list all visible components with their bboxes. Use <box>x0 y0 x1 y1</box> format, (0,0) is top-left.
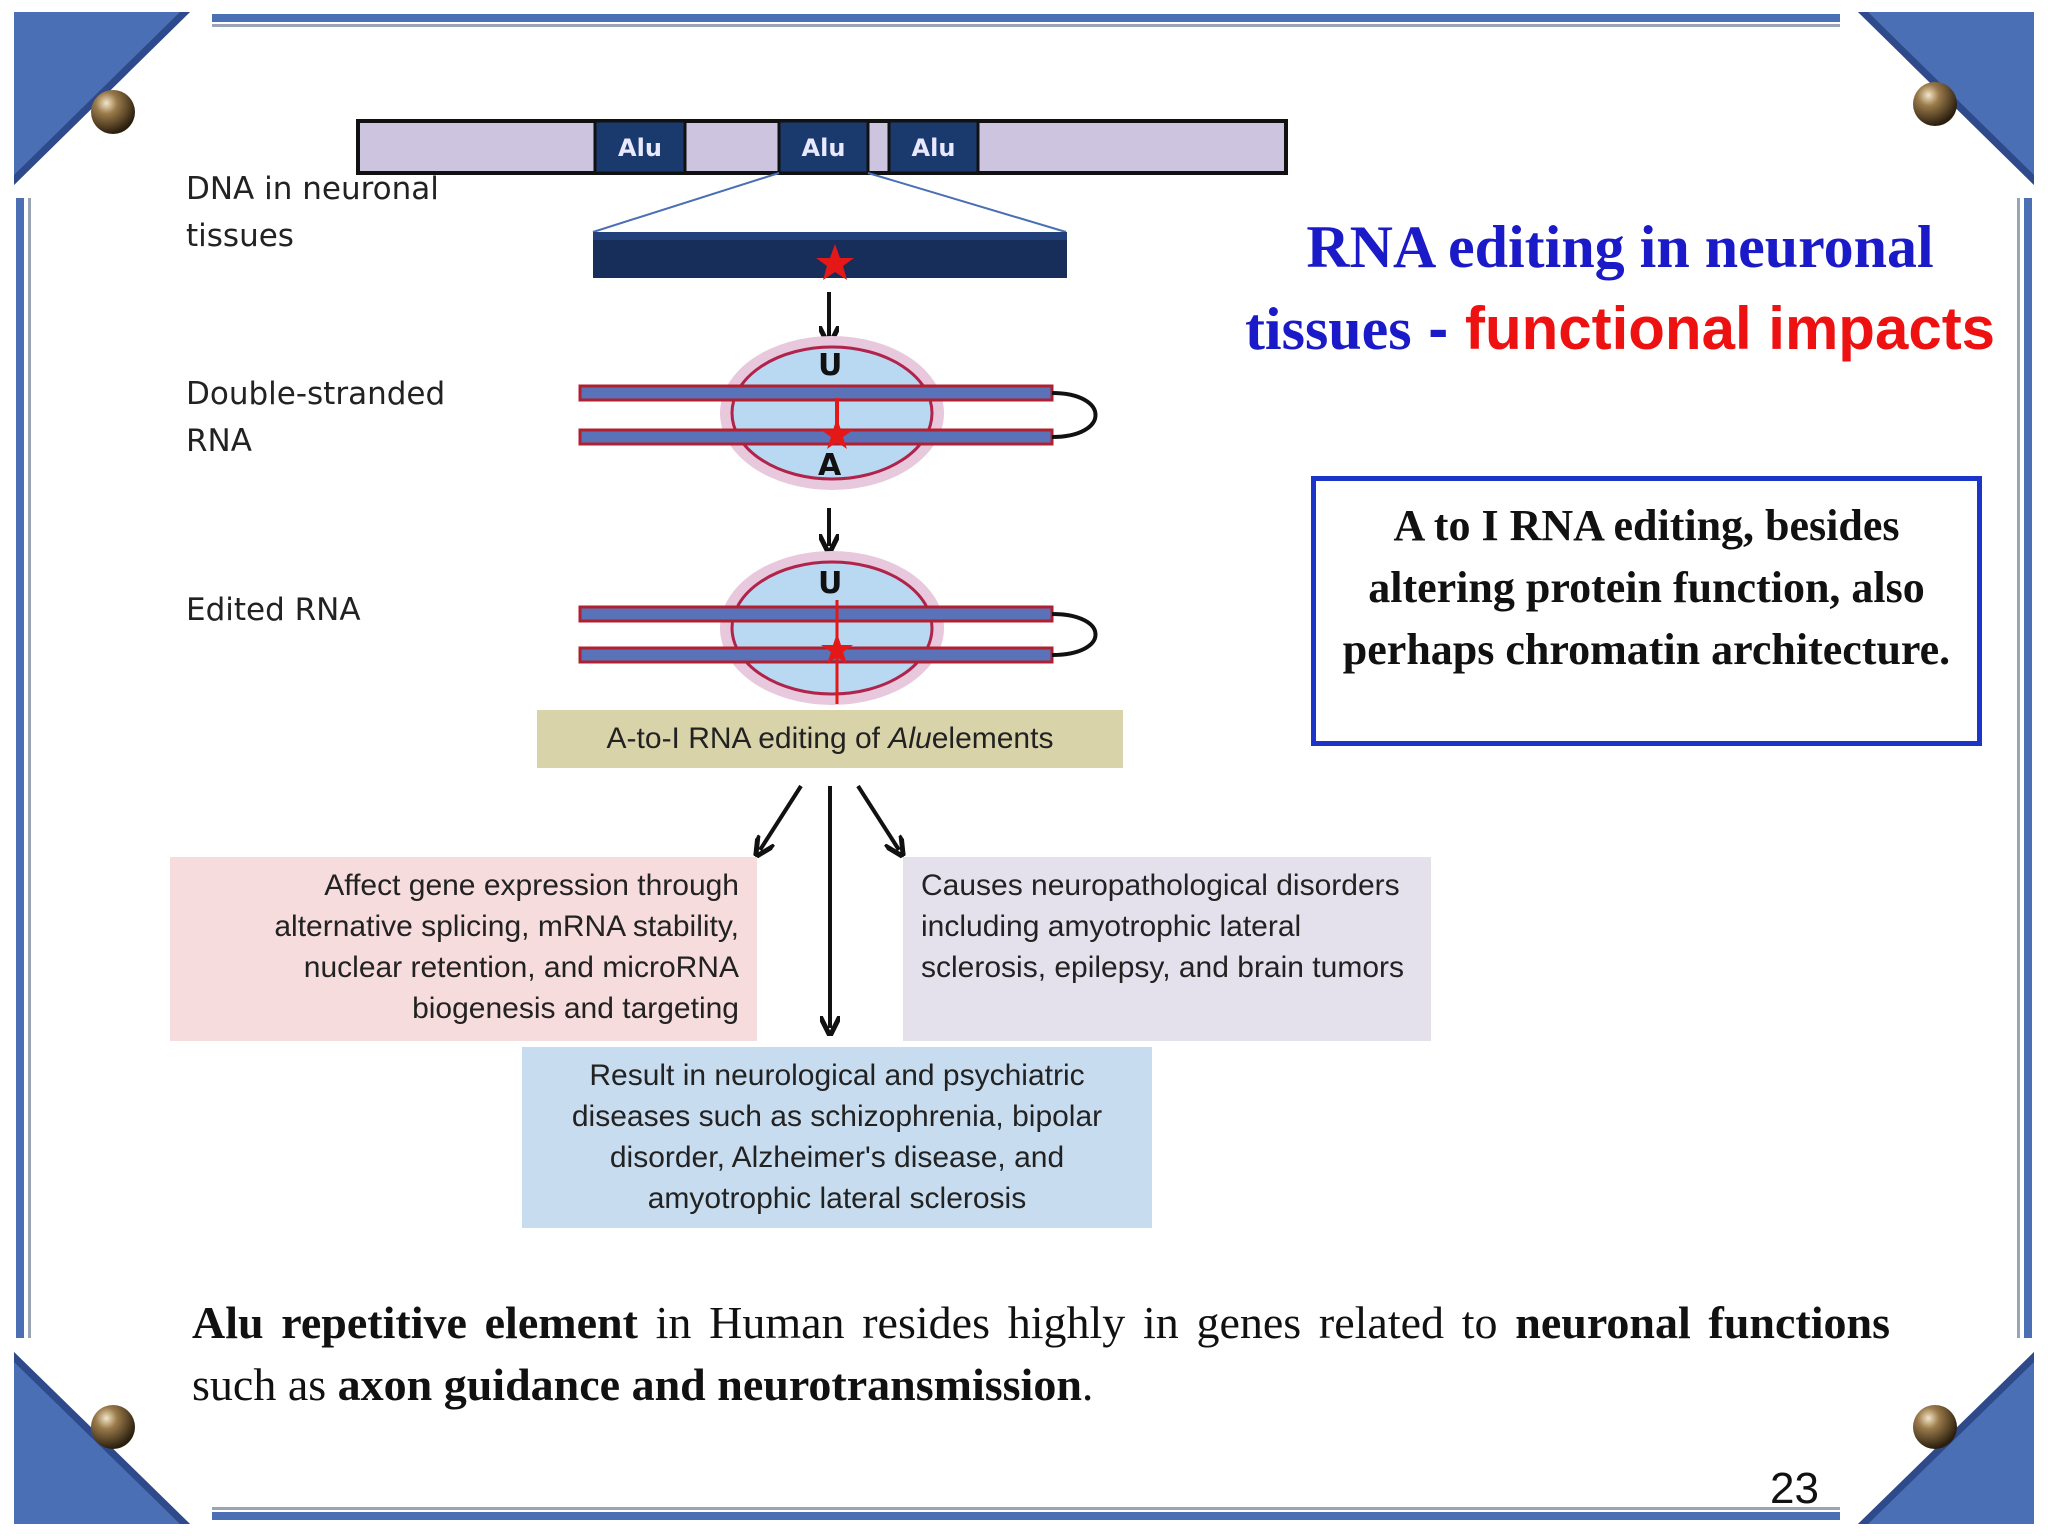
edited-rna-structure <box>578 551 1098 705</box>
stage-label-edited: Edited RNA <box>186 592 361 628</box>
footer-text-2: such as <box>192 1359 338 1410</box>
corner-bottom-left <box>14 1352 190 1524</box>
stage-label-dsrna: Double-stranded RNA <box>186 371 445 465</box>
footer-text-3: . <box>1081 1359 1094 1410</box>
footer-bold-1: Alu repetitive element <box>192 1297 638 1348</box>
editing-caption: A-to-I RNA editing of Alu elements <box>537 710 1123 768</box>
base-label-u: U <box>818 348 843 383</box>
title-part1: RNA editing in neuronal tissues <box>1244 214 1934 362</box>
alu-label-2: Alu <box>801 134 846 162</box>
alu-label-1: Alu <box>618 134 662 162</box>
caption-pre: A-to-I RNA editing of <box>606 722 881 755</box>
stage-label-dsrna-line2: RNA <box>186 423 252 459</box>
corner-top-left <box>14 12 190 185</box>
stage-label-dna-line1: DNA in neuronal <box>186 171 439 207</box>
rna-strip <box>593 232 1067 280</box>
outcome-arrows <box>760 784 899 1028</box>
title-part2: functional impacts <box>1464 295 1996 362</box>
dna-bar <box>356 119 1288 175</box>
stage-label-dna-line2: tissues <box>186 218 294 254</box>
expansion-lines <box>592 172 1067 233</box>
corner-top-right <box>1858 12 2034 185</box>
title-dash: - <box>1411 295 1465 362</box>
corner-bottom-right <box>1858 1352 2034 1524</box>
gene-expression-box: Affect gene expression through alternati… <box>170 857 757 1041</box>
footer-bold-2: neuronal functions <box>1515 1297 1890 1348</box>
slide-title: RNA editing in neuronal tissues - functi… <box>1240 206 2000 370</box>
base-label-a: A <box>818 448 842 483</box>
footer-paragraph: Alu repetitive element in Human resides … <box>192 1292 1890 1416</box>
caption-italic: Alu <box>888 722 932 755</box>
frame-lines <box>16 14 2032 1520</box>
alu-label-3: Alu <box>911 134 956 162</box>
footer-bold-3: axon guidance and neurotransmission <box>337 1359 1082 1410</box>
dsrna-structure <box>578 336 1098 490</box>
caption-post: elements <box>931 722 1054 755</box>
editing-note-box: A to I RNA editing, besides altering pro… <box>1311 476 1982 746</box>
page-number: 23 <box>1770 1464 1819 1513</box>
stage-label-dna: DNA in neuronal tissues <box>186 166 439 260</box>
disease-result-box: Result in neurological and psychiatric d… <box>522 1047 1152 1228</box>
footer-text-1: in Human resides highly in genes related… <box>637 1297 1516 1348</box>
neuropathology-box: Causes neuropathological disorders inclu… <box>903 857 1431 1041</box>
stage-label-dsrna-line1: Double-stranded <box>186 376 446 412</box>
base-label-u-edited: U <box>818 566 843 601</box>
